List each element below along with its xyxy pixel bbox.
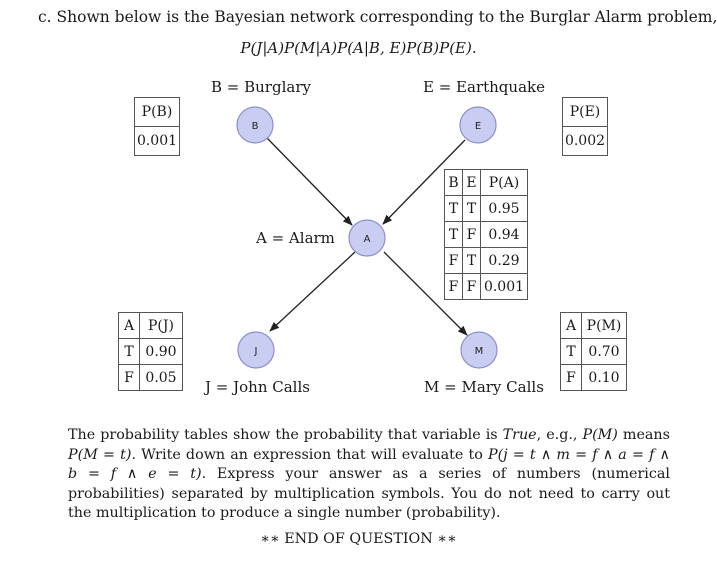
edge-b-a — [266, 137, 353, 226]
table-cell: T — [444, 195, 463, 222]
table-p-m-header: A — [560, 312, 582, 339]
burglary-label: B = Burglary — [211, 78, 311, 96]
paragraph-text: . Express your answer as a series of num… — [68, 466, 670, 521]
node-b-letter: B — [252, 121, 259, 132]
paragraph-pm: P(M) — [582, 427, 618, 443]
table-p-e-value: 0.002 — [562, 126, 608, 156]
mary-calls-label: M = Mary Calls — [424, 378, 544, 396]
table-cell: 0.94 — [480, 221, 528, 248]
table-cell: F — [462, 221, 481, 248]
table-row: F 0.10 — [560, 364, 627, 391]
table-cell: 0.70 — [581, 338, 627, 365]
earthquake-label: E = Earthquake — [423, 78, 545, 96]
table-row: F F 0.001 — [444, 273, 528, 300]
table-p-j-header: P(J) — [139, 312, 183, 339]
question-paragraph: The probability tables show the probabil… — [68, 426, 670, 524]
table-p-b: P(B) 0.001 — [134, 97, 180, 156]
table-cell: T — [462, 195, 481, 222]
paragraph-text: means — [617, 427, 670, 443]
alarm-label: A = Alarm — [256, 229, 335, 247]
paragraph-target-expression: P(j = t ∧ m = f ∧ a = f ∧ b = f ∧ e = t) — [68, 446, 670, 483]
table-cell: 0.95 — [480, 195, 528, 222]
table-p-e: P(E) 0.002 — [562, 97, 608, 156]
table-cell: T — [444, 221, 463, 248]
table-p-b-header: P(B) — [134, 97, 180, 127]
table-row: T F 0.94 — [444, 221, 528, 248]
paragraph-text: , e.g., — [536, 427, 583, 443]
node-m-letter: M — [475, 346, 484, 357]
table-row: F T 0.29 — [444, 247, 528, 274]
node-a-letter: A — [364, 234, 371, 245]
table-cell: T — [118, 338, 140, 365]
node-e-letter: E — [475, 121, 481, 132]
paragraph-text: . Write down an expression that will eva… — [131, 446, 489, 463]
table-cell: 0.10 — [581, 364, 627, 391]
table-cell: F — [444, 273, 463, 300]
edge-a-m — [383, 251, 468, 336]
edge-a-j — [269, 251, 356, 332]
table-cell: T — [560, 338, 582, 365]
node-j: J — [237, 331, 275, 369]
table-row: T T 0.95 — [444, 195, 528, 222]
node-b: B — [236, 106, 274, 144]
table-cell: F — [560, 364, 582, 391]
paragraph-text: The probability tables show the probabil… — [68, 427, 503, 443]
table-cell: 0.90 — [139, 338, 183, 365]
table-cell: 0.05 — [139, 364, 183, 391]
table-row: F 0.05 — [118, 364, 183, 391]
table-p-m-header: P(M) — [581, 312, 627, 339]
end-of-question: ∗∗ END OF QUESTION ∗∗ — [260, 531, 457, 547]
table-row: T 0.70 — [560, 338, 627, 365]
table-cell: F — [118, 364, 140, 391]
paragraph-true: True — [502, 427, 537, 443]
table-p-a-header: E — [462, 169, 481, 196]
table-cell: 0.29 — [480, 247, 528, 274]
table-cell: F — [462, 273, 481, 300]
node-j-letter: J — [254, 346, 258, 357]
table-p-j-header: A — [118, 312, 140, 339]
table-p-m: A P(M) T 0.70 F 0.10 — [560, 312, 627, 391]
paragraph-pm-t: P(M = t) — [68, 446, 132, 463]
table-p-j: A P(J) T 0.90 F 0.05 — [118, 312, 183, 391]
node-e: E — [459, 106, 497, 144]
table-p-a-header-row: B E P(A) — [444, 169, 528, 196]
table-cell: T — [462, 247, 481, 274]
table-p-e-header: P(E) — [562, 97, 608, 127]
edge-e-a — [382, 139, 466, 225]
table-p-b-value: 0.001 — [134, 126, 180, 156]
table-p-a: B E P(A) T T 0.95 T F 0.94 F T 0.29 F F … — [444, 169, 528, 300]
john-calls-label: J = John Calls — [205, 378, 310, 396]
node-m: M — [460, 331, 498, 369]
question-heading: c. Shown below is the Bayesian network c… — [38, 8, 717, 26]
table-cell: 0.001 — [480, 273, 528, 300]
factorization-formula: P(J|A)P(M|A)P(A|B, E)P(B)P(E). — [240, 39, 477, 57]
table-p-a-header: P(A) — [480, 169, 528, 196]
table-row: T 0.90 — [118, 338, 183, 365]
table-p-a-header: B — [444, 169, 463, 196]
table-cell: F — [444, 247, 463, 274]
node-a: A — [348, 219, 386, 257]
